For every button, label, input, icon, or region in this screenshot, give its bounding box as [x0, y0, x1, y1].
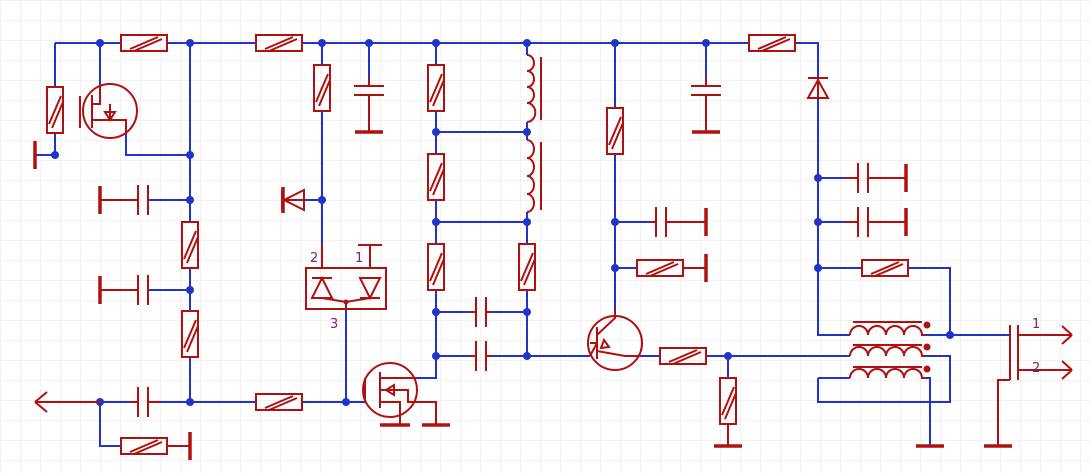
mosfet-q1	[79, 83, 138, 139]
resistor-r-transformer-bias	[861, 259, 909, 277]
output-port-2: 2	[1032, 360, 1073, 380]
resistor-r-input-shunt	[120, 437, 168, 455]
output-port-2-label: 2	[1032, 361, 1040, 376]
mosfet-q2	[362, 362, 450, 427]
capacitor-c-output-coupling	[984, 325, 1060, 448]
resistor-r-filter-2	[181, 310, 199, 358]
capacitor-c-decoupling-1	[354, 78, 384, 134]
wires	[35, 42, 1010, 447]
transformer	[849, 321, 931, 379]
resistor-r-gate	[255, 393, 303, 411]
resistor-r-emitter-series	[659, 347, 707, 365]
capacitor-c-input	[130, 387, 160, 417]
resistor-r2	[255, 34, 303, 52]
output-port-1: 1	[1032, 317, 1073, 345]
resistor-r-diode-bias	[313, 64, 331, 112]
junction-dots	[51, 39, 954, 406]
resistor-r-ladder-2	[427, 153, 445, 201]
input-port	[34, 391, 100, 413]
capacitor-c-filter-2	[98, 275, 149, 305]
capacitor-c-output-2	[845, 207, 908, 237]
diode-pair-pin-bottom-label: 3	[330, 317, 338, 332]
diode-pair-package: 2 1 3	[305, 244, 387, 332]
resistor-r-filter-1	[181, 221, 199, 269]
ground-symbols	[33, 141, 944, 460]
resistor-r-inductor-tap	[518, 243, 536, 291]
resistors	[46, 34, 909, 455]
capacitor-c-coupling-1	[470, 297, 492, 327]
diode-pair-pin-right-label: 1	[355, 251, 363, 266]
resistor-r1	[120, 34, 168, 52]
resistor-r3	[748, 34, 796, 52]
resistor-r-collector	[606, 107, 624, 155]
capacitor-c-collector	[650, 207, 708, 237]
capacitor-c-filter-1	[98, 185, 149, 215]
inductor-l2	[526, 139, 542, 213]
capacitors	[98, 78, 1060, 448]
bjt-transistor	[587, 310, 643, 371]
resistor-r-gate-bias	[46, 86, 64, 134]
output-port-1-label: 1	[1032, 317, 1040, 332]
capacitor-c-output-1	[845, 163, 908, 193]
inductor-l1	[526, 54, 542, 123]
capacitor-c-decoupling-2	[691, 78, 721, 134]
capacitor-c-coupling-2	[470, 341, 492, 371]
resistor-r-ladder-3	[427, 243, 445, 291]
diode-pair-pin-left-label: 2	[310, 251, 318, 266]
resistor-r-ladder-1	[427, 64, 445, 112]
diode-d-top-right	[806, 77, 830, 99]
